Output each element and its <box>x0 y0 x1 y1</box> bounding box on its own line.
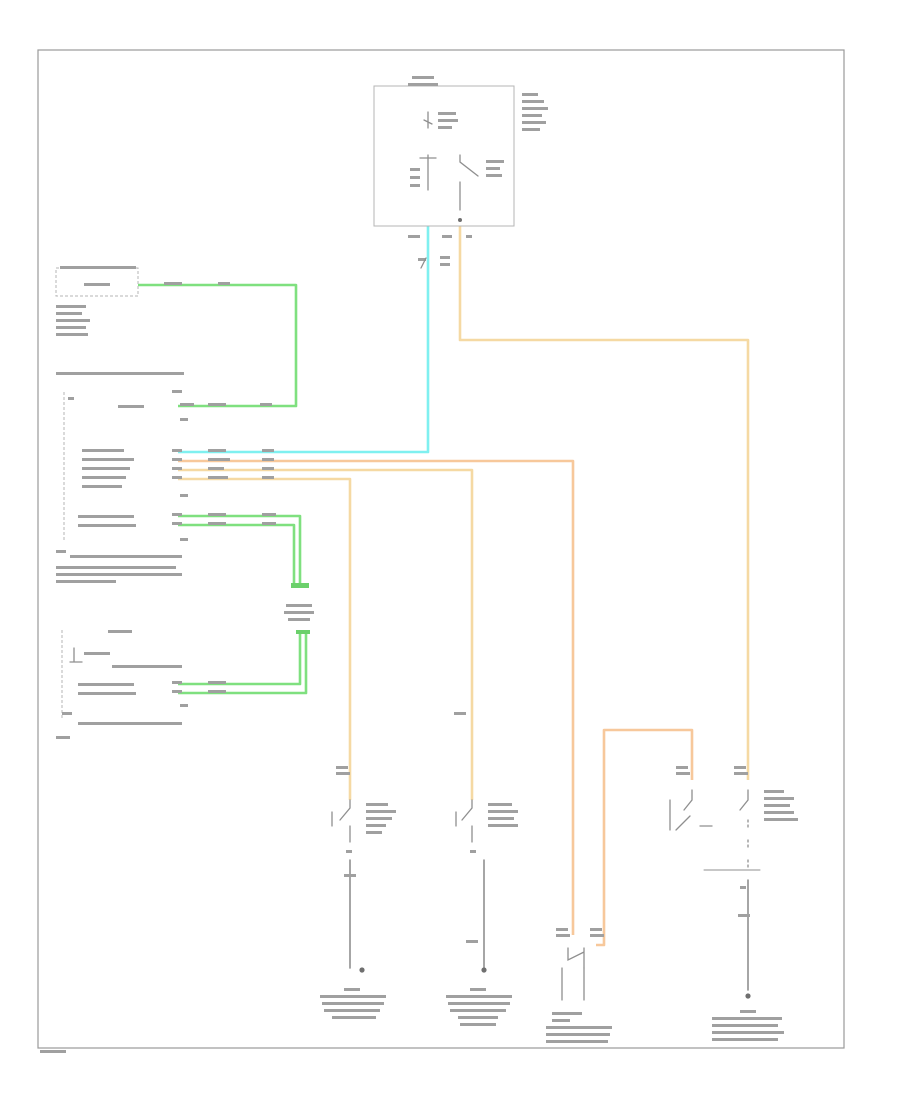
wire-tan-center <box>178 468 474 800</box>
diagram-frame <box>37 49 845 1049</box>
left-switch <box>320 766 396 1019</box>
wire-cyan-signal <box>178 226 430 454</box>
wire-orange-center <box>178 459 575 935</box>
splice-block <box>284 583 314 634</box>
lower-left-module <box>56 630 226 739</box>
wire-orange-right-loop <box>596 728 694 947</box>
upper-left-module <box>55 266 230 336</box>
wire-serial-data <box>138 283 298 408</box>
wire-green-pair-c <box>178 632 302 686</box>
top-switch-module <box>373 76 548 269</box>
footer-mark <box>40 1050 66 1053</box>
middle-left-module <box>56 372 276 583</box>
wires <box>138 226 750 947</box>
wire-tan-left <box>178 477 352 800</box>
center-switch <box>446 712 518 1026</box>
bottom-center-switch <box>546 928 612 1043</box>
wire-green-pair-a <box>178 514 302 585</box>
right-switch <box>669 766 798 1041</box>
wire-green-pair-b <box>178 523 296 585</box>
wire-tan-right <box>458 226 750 780</box>
